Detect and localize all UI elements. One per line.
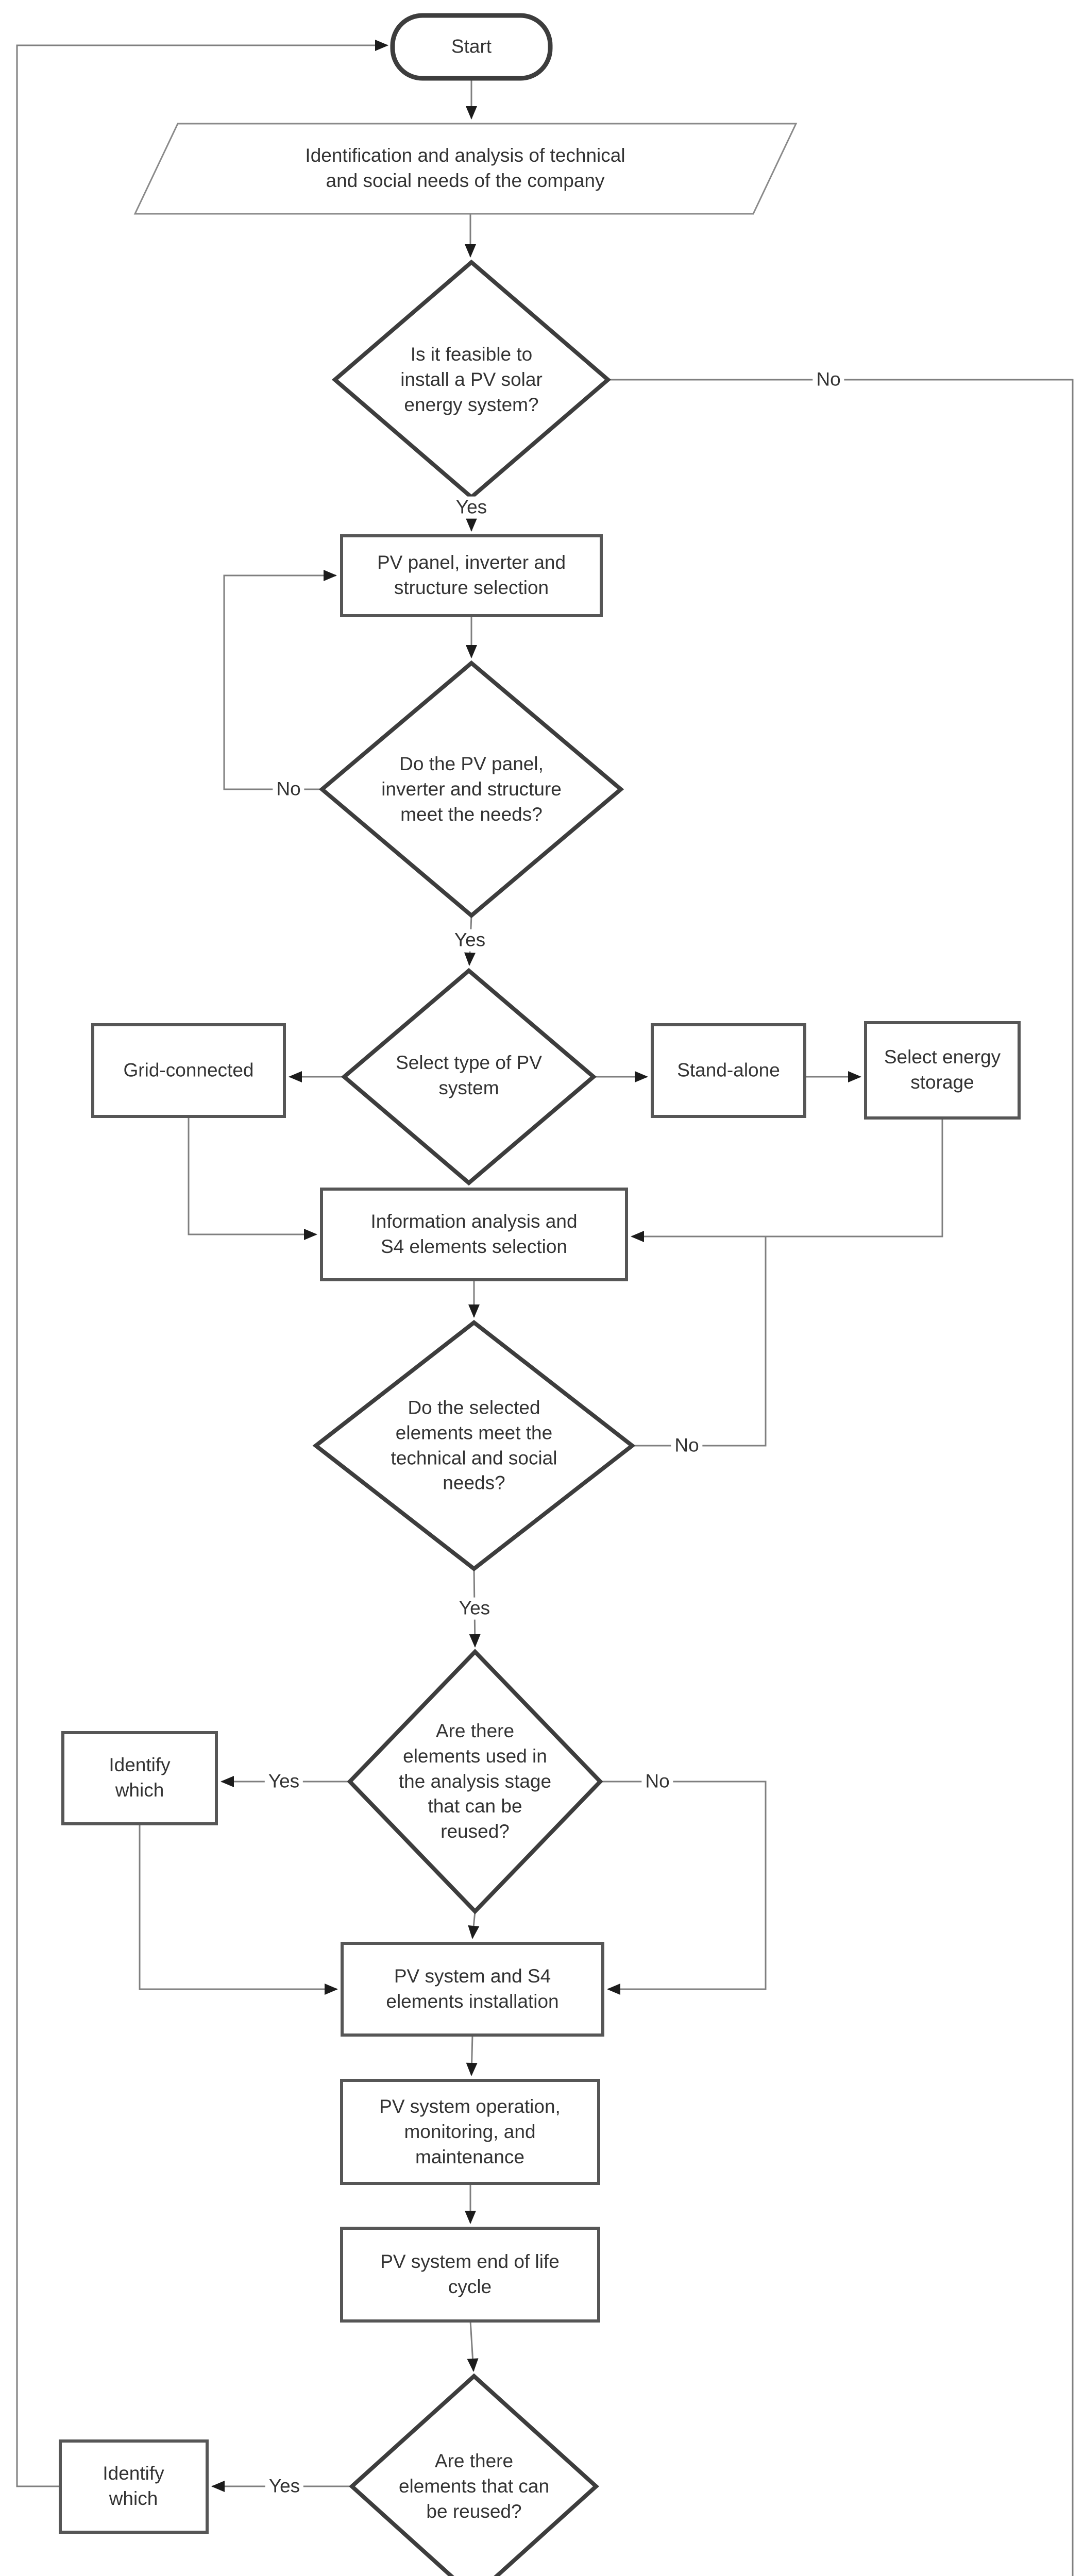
install-process-shape — [341, 1942, 604, 2037]
edge-meet-yes-to-type — [464, 915, 476, 966]
operate-process-shape — [340, 2079, 600, 2185]
reuse2-decision-shape — [349, 2373, 599, 2576]
reuse1-decision-shape — [347, 1649, 603, 1914]
edge-selected-yes-to-reuse1 — [469, 1568, 481, 1648]
info-process-shape — [320, 1188, 628, 1281]
storage-process-shape — [864, 1021, 1021, 1120]
identify2-process-shape — [59, 2439, 209, 2534]
panel-process-shape — [340, 534, 603, 617]
edge-eol-to-reuse2 — [467, 2320, 479, 2372]
edge-install-to-operate — [466, 2035, 478, 2076]
edge-reuse1-to-install-top — [468, 1911, 480, 1939]
edge-reuse1-no-to-install — [600, 1781, 767, 1995]
grid-process-shape — [91, 1023, 286, 1118]
edge-storage-to-info — [631, 1118, 943, 1242]
edge-meet-no-loop — [223, 570, 337, 790]
feasible-decision-shape — [331, 259, 612, 500]
eol-process-shape — [340, 2227, 600, 2323]
edge-grid-to-info — [188, 1116, 317, 1240]
standalone-process-shape — [651, 1023, 806, 1118]
edge-identify1-to-install — [139, 1824, 338, 1995]
type-decision-shape — [341, 968, 597, 1186]
start-terminator-shape — [390, 13, 553, 81]
edge-feasible-no-to-end — [608, 379, 1074, 2576]
edge-identify2-to-start — [16, 40, 388, 2487]
selected-decision-shape — [312, 1319, 636, 1572]
needs-parallelogram-shape — [133, 123, 798, 215]
identify1-process-shape — [61, 1731, 218, 1825]
edge-selected-no-loop — [632, 1236, 767, 1447]
meet-decision-shape — [318, 660, 624, 919]
